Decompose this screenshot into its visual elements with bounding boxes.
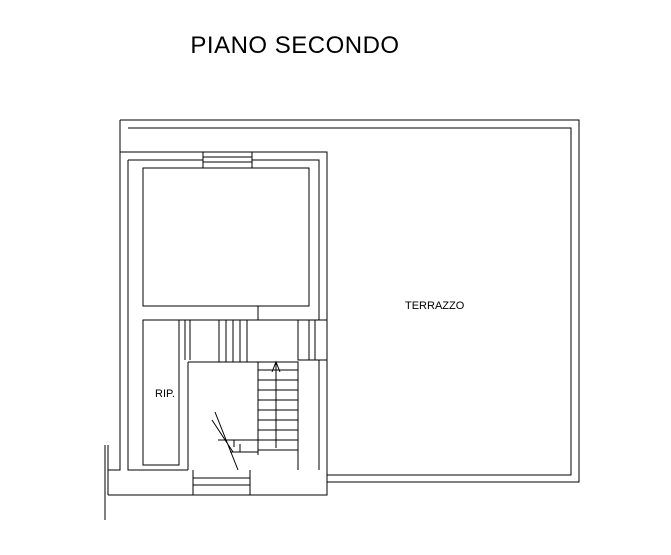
building-top-wall: [120, 151, 328, 325]
terrazzo-label: TERRAZZO: [405, 300, 465, 312]
ripostiglio-room: [142, 319, 180, 466]
terrace-outer-wall: [120, 119, 580, 483]
floor-title: PIANO SECONDO: [190, 32, 400, 59]
stair-arrow: [271, 360, 281, 448]
stair-block: [187, 361, 299, 470]
ripostiglio-label: RIP.: [155, 388, 175, 400]
bottom-door: [192, 470, 251, 495]
building-inner-left: [127, 160, 188, 471]
top-window: [202, 151, 253, 169]
building-left-wall: [108, 152, 121, 471]
side-window: [297, 319, 328, 361]
terrace-inner-wall: [128, 127, 572, 476]
building-outer-wall: [107, 120, 328, 496]
main-room: [142, 167, 310, 307]
stair-upper: [190, 320, 258, 363]
